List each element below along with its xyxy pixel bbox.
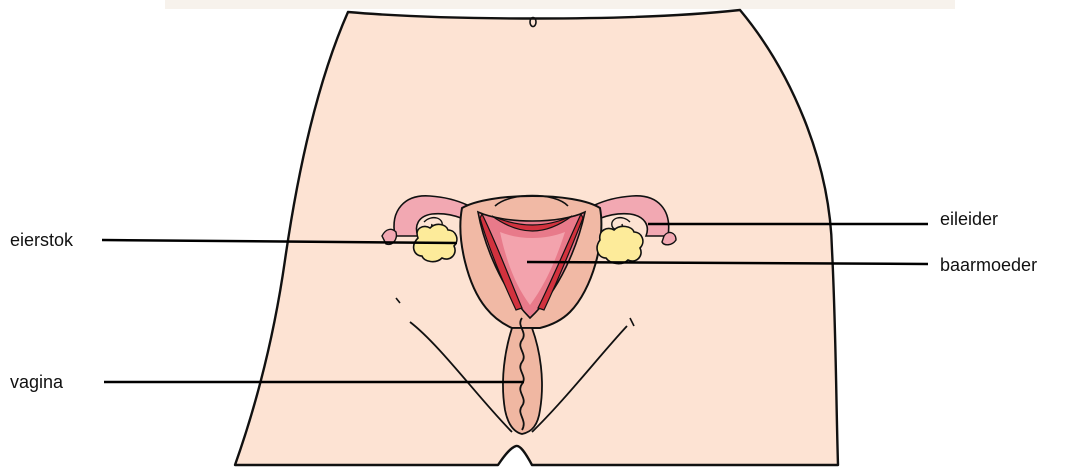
- top-band: [165, 0, 955, 9]
- label-vagina: vagina: [10, 373, 63, 391]
- label-baarmoeder: baarmoeder: [940, 256, 1037, 274]
- label-eierstok: eierstok: [10, 231, 73, 249]
- label-eileider: eileider: [940, 210, 998, 228]
- ovary-right: [597, 226, 643, 263]
